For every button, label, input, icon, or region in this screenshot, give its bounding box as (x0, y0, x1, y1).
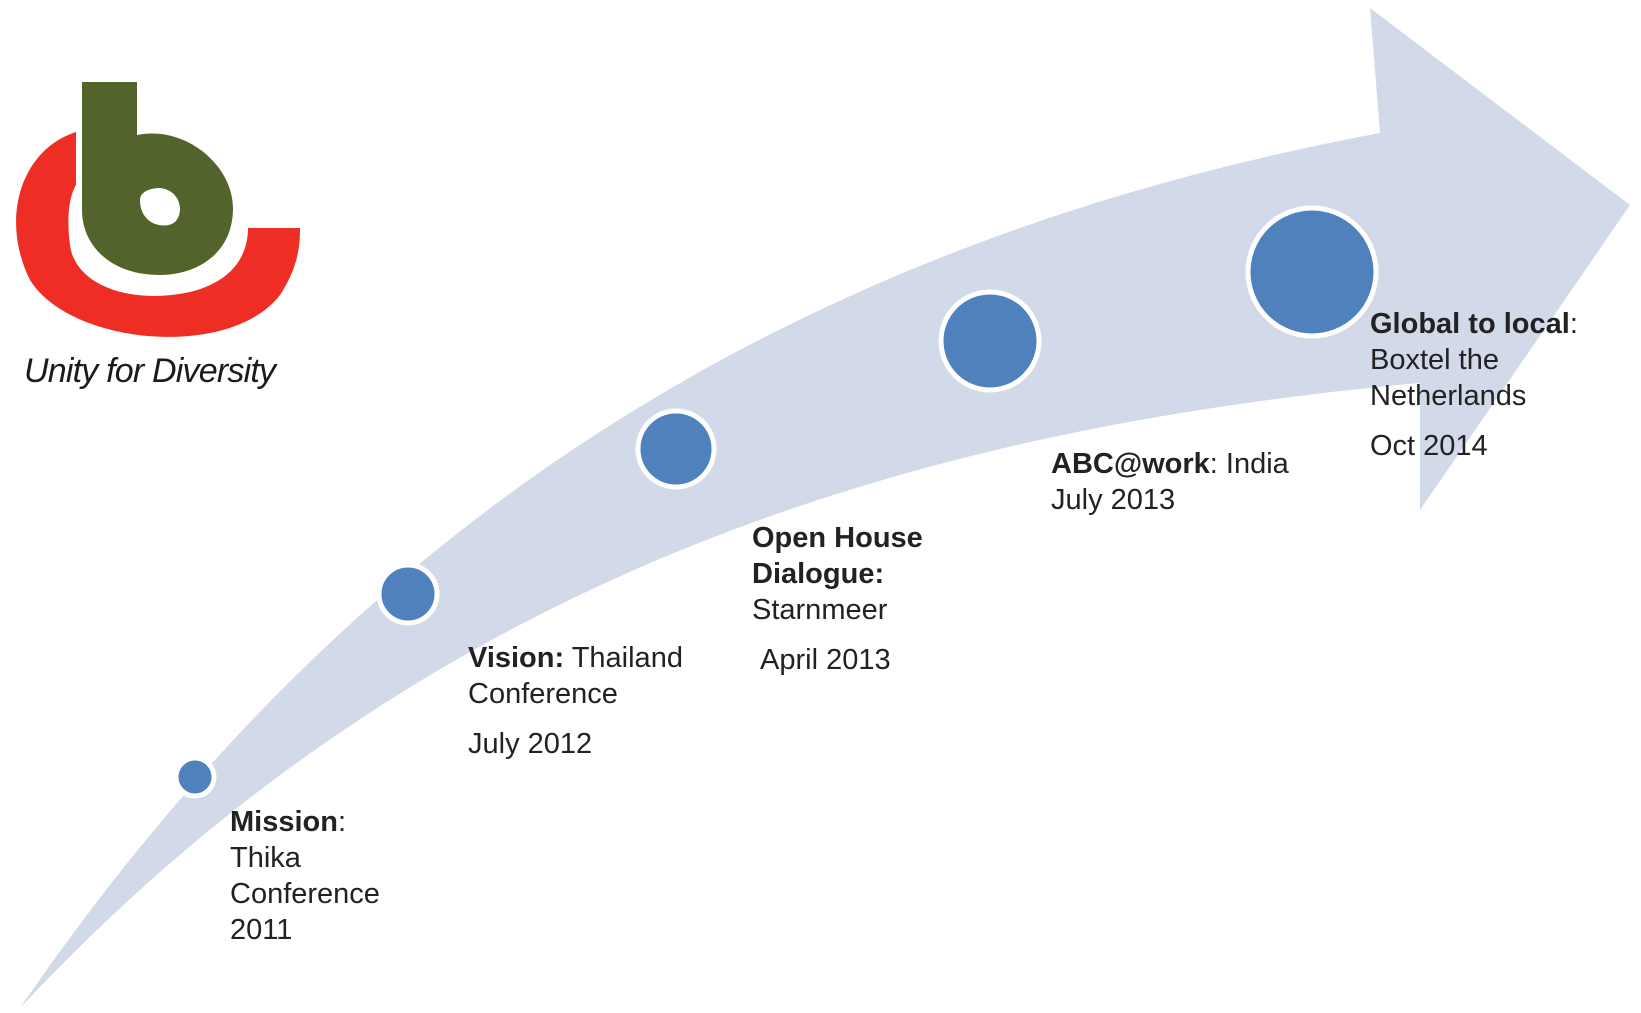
timeline-nodes (173, 205, 1379, 799)
timeline-arrow (20, 8, 1630, 1008)
milestone-detail: Thika Conference 2011 (230, 842, 380, 946)
logo-red-ring (16, 132, 301, 337)
logo-tagline: Unity for Diversity (24, 352, 276, 390)
milestone-title: Global to local (1370, 308, 1570, 340)
milestone-detail: India July 2013 (1051, 448, 1289, 516)
milestone-node-4 (938, 289, 1042, 393)
milestone-node-1 (173, 755, 217, 799)
milestone-title: ABC@work (1051, 448, 1210, 480)
logo-green-b (82, 82, 233, 275)
milestone-date: April 2013 (760, 644, 891, 676)
milestone-detail: Boxtel the Netherlands (1370, 344, 1527, 412)
milestone-mission: Mission: Thika Conference 2011 (230, 804, 410, 948)
milestone-node-5 (1245, 205, 1379, 339)
milestone-date: Oct 2014 (1370, 430, 1488, 462)
milestone-detail: Starnmeer (752, 594, 888, 626)
b-logo (16, 82, 301, 337)
milestone-global-to-local: Global to local: Boxtel the Netherlands … (1370, 306, 1630, 464)
milestone-colon: : (337, 806, 347, 838)
milestone-colon: : (1569, 308, 1578, 340)
milestone-date: July 2012 (468, 728, 593, 760)
milestone-title: Open House Dialogue: (752, 522, 923, 590)
milestone-title: Mission (230, 806, 338, 838)
milestone-vision: Vision: Thailand Conference July 2012 (468, 640, 708, 762)
milestone-title: Vision: (468, 642, 565, 674)
milestone-open-house: Open House Dialogue: Starnmeer April 201… (752, 520, 962, 678)
milestone-colon: : (1209, 448, 1218, 480)
milestone-node-3 (635, 408, 717, 490)
milestone-detail: Thailand Conference (468, 642, 683, 710)
milestone-abc-work: ABC@work: India July 2013 (1051, 446, 1311, 518)
milestone-node-2 (376, 562, 440, 626)
